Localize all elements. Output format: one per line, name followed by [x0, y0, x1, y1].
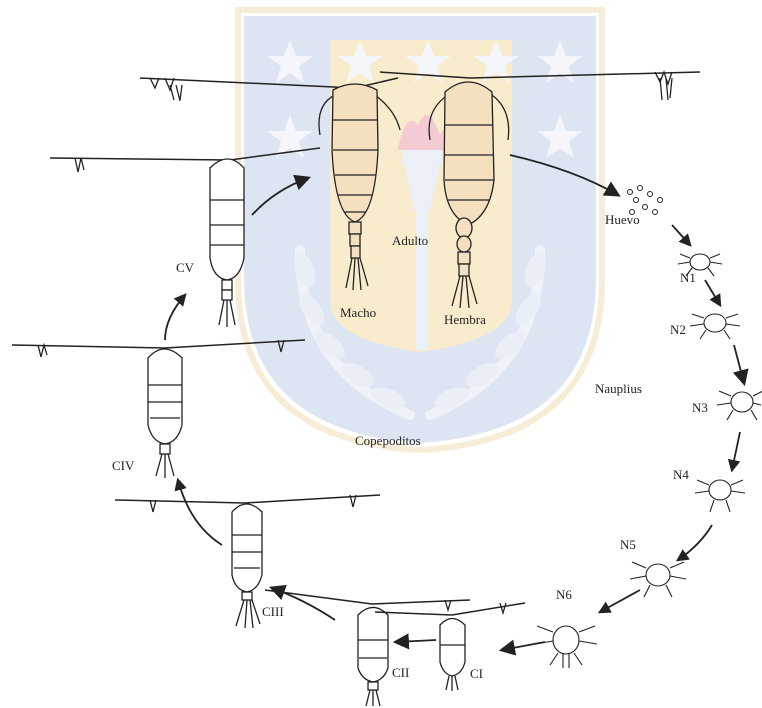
- label-cv: CV: [176, 260, 194, 276]
- label-n3: N3: [692, 400, 708, 416]
- label-n1: N1: [680, 270, 696, 286]
- label-n6: N6: [556, 587, 572, 603]
- label-n4: N4: [673, 467, 689, 483]
- label-nauplius: Nauplius: [595, 381, 642, 397]
- arrow-ci-to-cii: [396, 640, 436, 642]
- label-cii: CII: [392, 665, 409, 681]
- nauplius-n6: [535, 626, 597, 668]
- nauplius-n2: [690, 314, 740, 339]
- label-female: Hembra: [444, 312, 486, 328]
- label-n5: N5: [620, 537, 636, 553]
- label-n2: N2: [670, 322, 686, 338]
- label-ci: CI: [470, 666, 483, 682]
- nauplius-n4: [695, 480, 745, 512]
- label-ciii: CIII: [262, 604, 284, 620]
- label-adult: Adulto: [392, 233, 428, 249]
- arrow-n4-to-n5: [678, 525, 712, 560]
- egg-cluster: [628, 186, 663, 215]
- arrow-n5-to-n6: [600, 590, 640, 612]
- arrow-egg-to-n1: [672, 225, 690, 245]
- arrow-civ-to-cv: [165, 295, 185, 340]
- arrow-ciii-to-civ: [178, 480, 222, 545]
- label-egg: Huevo: [605, 212, 640, 228]
- label-male: Macho: [340, 305, 376, 321]
- arrow-n6-to-ci: [502, 642, 545, 650]
- nauplius-n3: [717, 391, 762, 420]
- arrow-n1-to-n2: [705, 280, 720, 305]
- label-civ: CIV: [112, 458, 134, 474]
- copepodite-civ: [12, 340, 305, 478]
- copepodite-cii: [265, 590, 470, 706]
- arrow-n3-to-n4: [732, 432, 740, 470]
- arrow-n2-to-n3: [734, 345, 744, 383]
- copepodite-ciii: [115, 495, 380, 628]
- label-copepodites: Copepoditos: [355, 433, 421, 449]
